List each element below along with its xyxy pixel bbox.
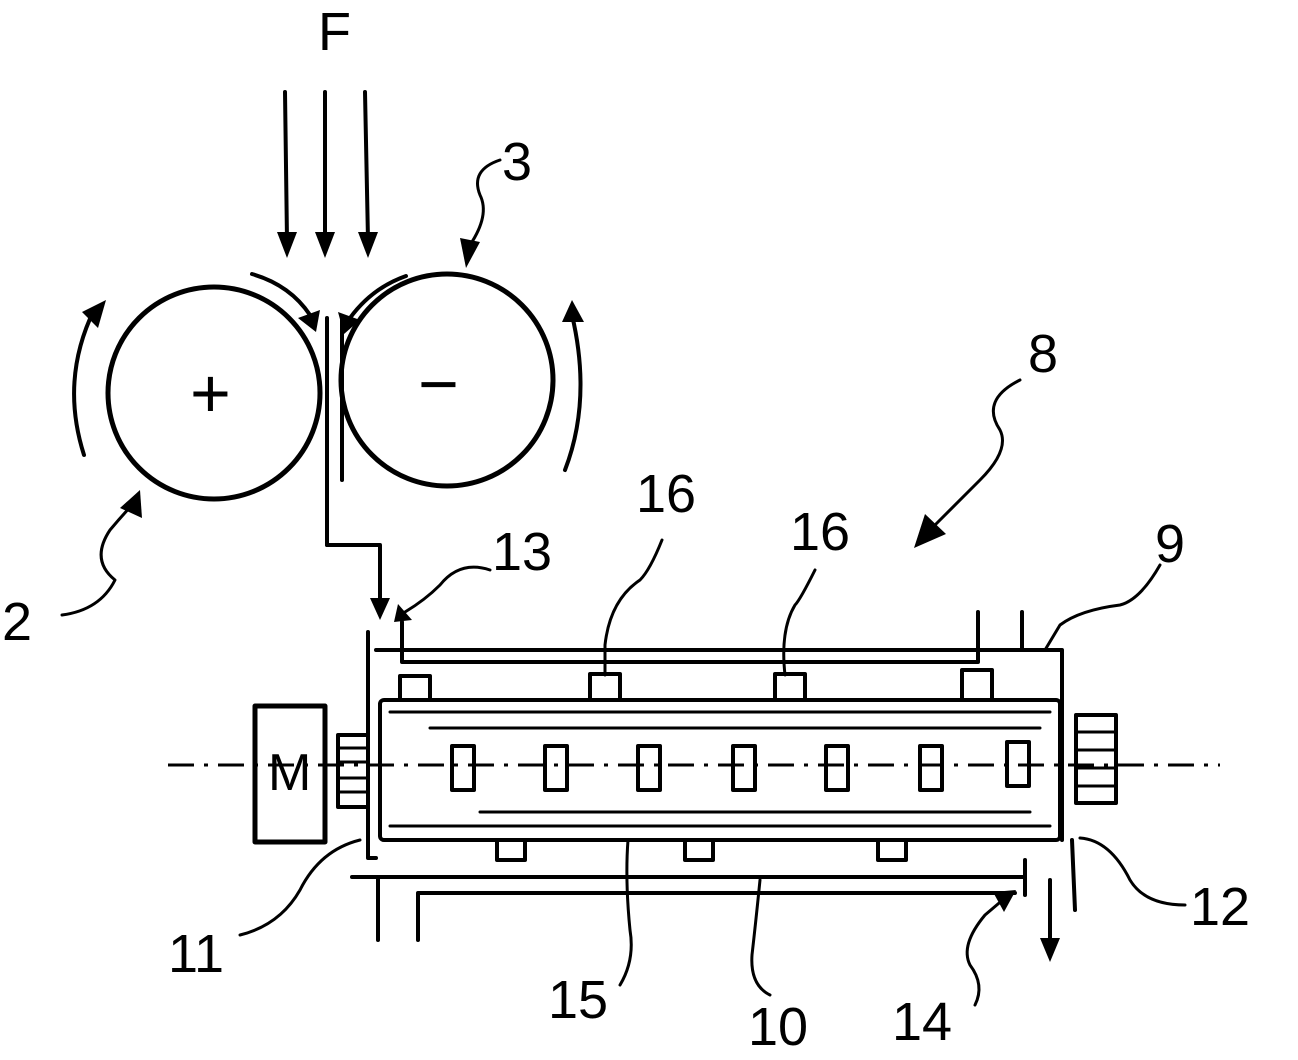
leader-13 <box>403 565 492 614</box>
leader-14 <box>965 896 1007 1007</box>
label-roll-left: 2 <box>2 592 32 652</box>
leader-12 <box>1078 836 1187 907</box>
motor-box <box>252 703 328 845</box>
leader-16-b <box>782 568 817 677</box>
label-force: F <box>318 2 351 62</box>
label-right-end: 12 <box>1190 877 1250 937</box>
roll-positive-sign: + <box>190 354 231 432</box>
upper-housing-wall <box>366 610 1064 842</box>
label-tooth-b: 16 <box>790 502 850 562</box>
right-coupling <box>1074 713 1118 805</box>
film-path <box>325 316 390 620</box>
leader-11 <box>238 838 362 937</box>
axis-cutters <box>450 740 1031 792</box>
label-tooth-a: 16 <box>636 464 696 524</box>
leader-3 <box>468 158 502 247</box>
rotation-arrows <box>72 272 584 472</box>
cylinder-body <box>378 698 1062 842</box>
label-roll-right: 3 <box>502 132 532 192</box>
label-assembly: 8 <box>1028 324 1058 384</box>
leader-10 <box>750 878 772 997</box>
lower-housing-wall <box>350 833 1077 942</box>
label-outlet: 14 <box>892 992 952 1052</box>
leader-2 <box>60 503 134 617</box>
roll-positive <box>105 284 323 502</box>
motor-label: M <box>268 744 311 802</box>
bottom-teeth <box>495 838 908 862</box>
label-inlet: 13 <box>492 522 552 582</box>
roll-negative-sign: − <box>418 345 459 423</box>
left-coupling <box>336 733 370 809</box>
leader-15 <box>618 838 633 987</box>
label-lower-wall: 10 <box>748 997 808 1057</box>
label-left-end: 11 <box>168 924 224 984</box>
top-teeth <box>398 668 994 702</box>
label-housing: 9 <box>1155 514 1185 574</box>
leader-16-a <box>603 538 664 677</box>
label-shaft: 15 <box>548 970 608 1030</box>
leader-9 <box>1043 563 1162 652</box>
leader-8 <box>933 378 1022 527</box>
force-arrows <box>277 90 378 258</box>
